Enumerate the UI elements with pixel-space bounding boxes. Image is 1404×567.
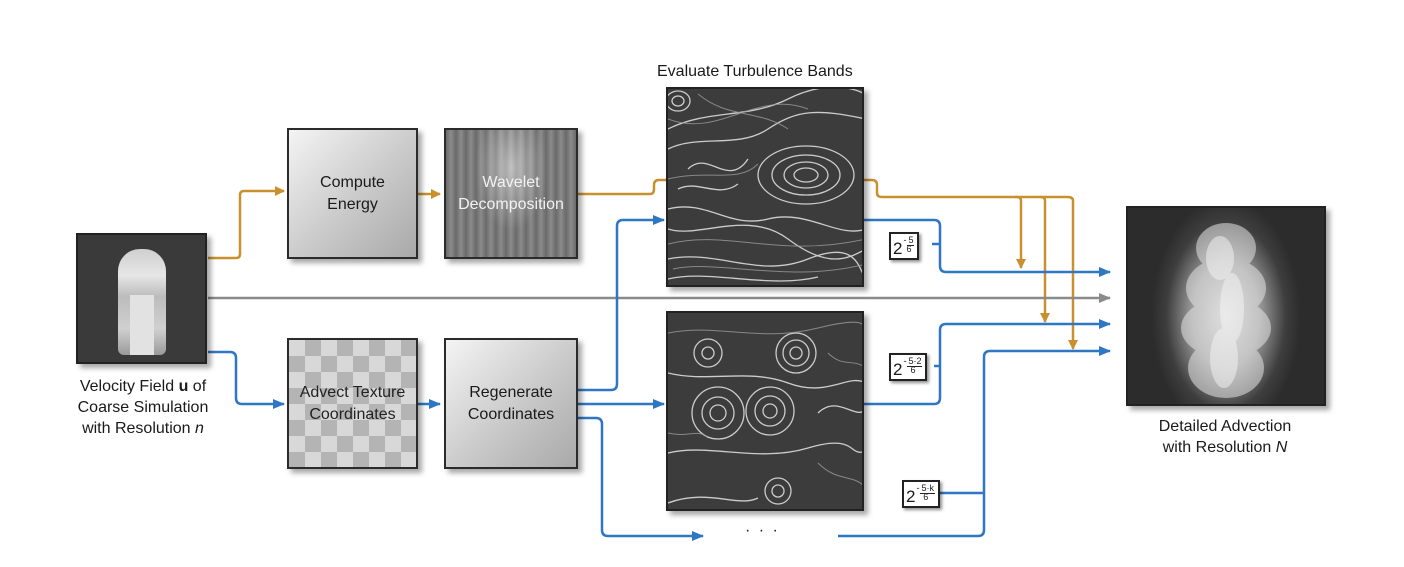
scale-factor-1-den: 6 <box>906 244 912 254</box>
orange-out-a <box>864 178 1026 269</box>
turbulence-band-1-streaks <box>668 89 862 282</box>
orange-out-c <box>1040 195 1078 350</box>
scale-factor-1-sign: - <box>903 235 907 245</box>
scale-factor-k-base: 2 <box>906 487 916 506</box>
turbulence-band-1-image <box>666 87 864 287</box>
detailed-advection-image <box>1126 206 1326 406</box>
band2-out <box>864 319 1111 406</box>
diagram-title: Evaluate Turbulence Bands <box>657 63 853 80</box>
scale-factor-k-sign: - <box>916 483 920 493</box>
arrow-velocity-to-advect <box>208 350 285 409</box>
orange-out-b <box>1015 195 1050 323</box>
arrow-regenerate-to-more <box>578 416 704 541</box>
wavelet-decomposition-box: Wavelet Decomposition <box>444 128 578 259</box>
turbulence-band-2-image <box>666 311 864 511</box>
arrow-regenerate-to-band1 <box>578 215 665 392</box>
scale-factor-2-sign: - <box>903 356 907 366</box>
wavelet-decomposition-label: Wavelet Decomposition <box>458 173 564 213</box>
smoke-plume <box>1181 223 1271 398</box>
compute-energy-label: Compute Energy <box>320 173 385 213</box>
band1-out <box>864 218 1111 277</box>
regenerate-coordinates-box: Regenerate Coordinates <box>444 338 578 469</box>
turbulence-band-2-streaks <box>668 321 862 505</box>
scale-factor-2-num: 5·2 <box>907 356 923 367</box>
velocity-field-caption: Velocity Field u of Coarse Simulation wi… <box>77 378 209 437</box>
scale-factor-2-den: 6 <box>910 365 916 375</box>
arrow-velocity-to-energy <box>208 186 285 260</box>
regenerate-coordinates-label: Regenerate Coordinates <box>467 383 555 423</box>
compute-energy-box: Compute Energy <box>287 128 418 259</box>
scale-factor-1-num: 5 <box>907 235 915 246</box>
detailed-advection-caption: Detailed Advection with Resolution N <box>1158 418 1292 456</box>
scale-factor-1-base: 2 <box>893 239 903 258</box>
advect-texture-label: Advect Texture Coordinates <box>299 383 406 423</box>
scale-factor-k-num: 5·k <box>920 483 935 494</box>
scale-factor-2-base: 2 <box>893 360 903 379</box>
more-bands-ellipsis: · · · <box>745 522 780 539</box>
arrow-wavelet-to-turbulence <box>578 178 666 196</box>
advect-texture-box: Advect Texture Coordinates <box>287 338 418 469</box>
bandk-out <box>838 346 1111 538</box>
velocity-field-image <box>76 233 207 364</box>
scale-factor-k-den: 6 <box>923 492 929 502</box>
